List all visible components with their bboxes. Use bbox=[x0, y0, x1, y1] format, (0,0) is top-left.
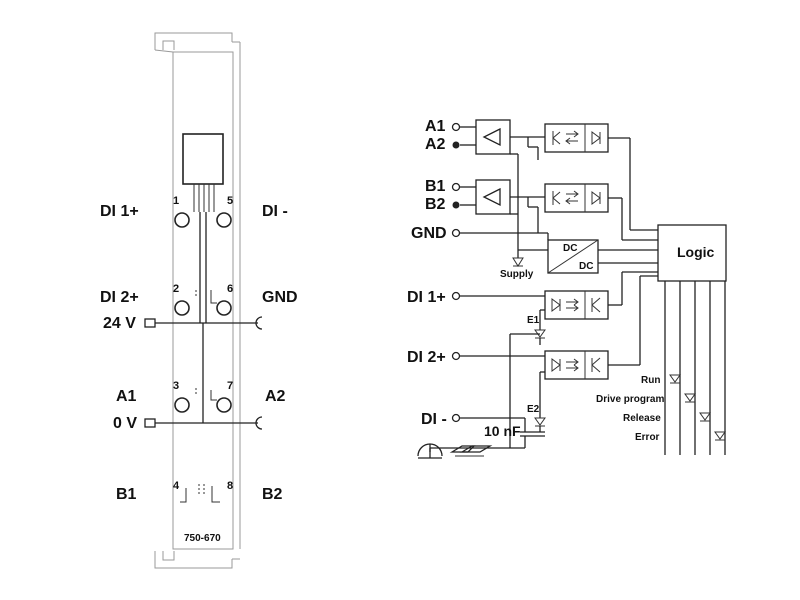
pin-number-4: 4 bbox=[173, 480, 180, 492]
led-label-error: Error bbox=[635, 432, 660, 443]
dcdc-bottom-label: DC bbox=[579, 261, 593, 272]
module-label-di-minus: DI - bbox=[262, 203, 288, 220]
terminal-2 bbox=[174, 300, 190, 316]
optocoupler-a bbox=[544, 123, 609, 153]
e1-label: E1 bbox=[527, 315, 540, 326]
schematic-label-di1-plus: DI 1+ bbox=[407, 289, 446, 306]
din-rail-icon bbox=[449, 445, 493, 457]
module-label-a2: A2 bbox=[265, 388, 286, 405]
module-label-b2: B2 bbox=[262, 486, 283, 503]
schematic-label-a2: A2 bbox=[425, 136, 446, 153]
schematic-label-di-minus: DI - bbox=[421, 411, 447, 428]
module-label-gnd: GND bbox=[262, 289, 298, 306]
led-label-drive-program: Drive program bbox=[596, 394, 664, 405]
pin-number-6: 6 bbox=[227, 283, 233, 295]
module-label-24v: 24 V bbox=[103, 315, 136, 332]
comparator-a bbox=[475, 119, 511, 155]
terminal-1 bbox=[174, 212, 190, 228]
schematic-label-gnd: GND bbox=[411, 225, 447, 242]
module-label-a1: A1 bbox=[116, 388, 137, 405]
optocoupler-di1 bbox=[544, 290, 609, 320]
e2-label: E2 bbox=[527, 404, 540, 415]
module-label-di1-plus: DI 1+ bbox=[100, 203, 139, 220]
terminal-7 bbox=[216, 397, 232, 413]
logic-block bbox=[657, 224, 727, 282]
pin-number-2: 2 bbox=[173, 283, 179, 295]
led-label-release: Release bbox=[623, 413, 661, 424]
capacitor-label: 10 nF bbox=[484, 423, 521, 439]
dcdc-top-label: DC bbox=[563, 243, 577, 254]
terminal-6 bbox=[216, 300, 232, 316]
led-label-run: Run bbox=[641, 375, 660, 386]
terminal-3 bbox=[174, 397, 190, 413]
pin-number-1: 1 bbox=[173, 195, 179, 207]
schematic-label-b1: B1 bbox=[425, 178, 446, 195]
module-part-number: 750-670 bbox=[184, 533, 221, 544]
logic-label: Logic bbox=[677, 244, 715, 260]
comparator-b bbox=[475, 179, 511, 215]
earth-ground-icon bbox=[417, 443, 443, 459]
schematic-label-a1: A1 bbox=[425, 118, 446, 135]
supply-label: Supply bbox=[500, 269, 534, 280]
schematic-label-di2-plus: DI 2+ bbox=[407, 349, 446, 366]
module-label-di2-plus: DI 2+ bbox=[100, 289, 139, 306]
optocoupler-b bbox=[544, 183, 609, 213]
pin-number-3: 3 bbox=[173, 380, 179, 392]
pin-number-7: 7 bbox=[227, 380, 233, 392]
terminal-5 bbox=[216, 212, 232, 228]
module-connector-block bbox=[182, 133, 224, 185]
schematic-label-b2: B2 bbox=[425, 196, 446, 213]
pin-number-5: 5 bbox=[227, 195, 233, 207]
module-label-0v: 0 V bbox=[113, 415, 137, 432]
module-housing bbox=[154, 32, 241, 569]
pin-number-8: 8 bbox=[227, 480, 233, 492]
module-label-b1: B1 bbox=[116, 486, 137, 503]
optocoupler-di2 bbox=[544, 350, 609, 380]
